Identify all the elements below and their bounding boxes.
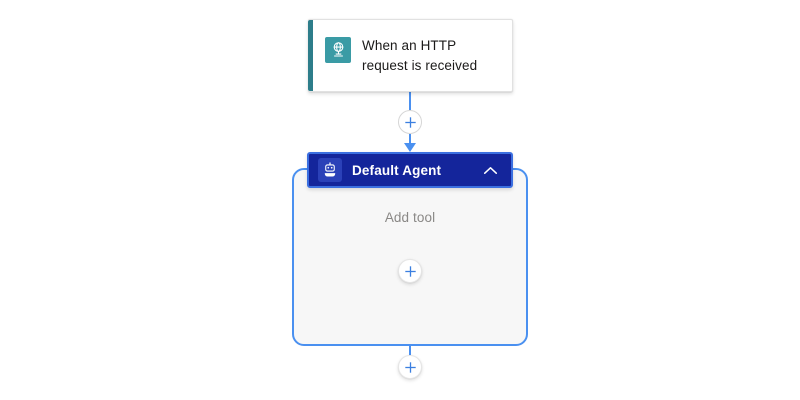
plus-icon	[404, 116, 416, 128]
globe-network-icon	[325, 36, 351, 63]
add-step-button-after-agent[interactable]	[398, 355, 422, 379]
chevron-up-icon[interactable]	[479, 159, 501, 181]
trigger-card-title: When an HTTP request is received	[362, 36, 477, 76]
trigger-accent-bar	[308, 20, 313, 91]
insert-step-button-after-trigger[interactable]	[398, 110, 422, 134]
robot-icon	[318, 158, 342, 182]
agent-node-header-default-agent[interactable]: Default Agent	[307, 152, 513, 188]
plus-icon	[404, 361, 416, 373]
agent-body-container[interactable]	[292, 168, 528, 346]
agent-node-title: Default Agent	[352, 162, 442, 178]
connector-arrowhead-down-icon	[404, 143, 416, 152]
add-tool-button[interactable]	[398, 259, 422, 283]
plus-icon	[404, 265, 416, 277]
trigger-title-line-1: When an HTTP	[362, 37, 457, 53]
trigger-card-http-request[interactable]: When an HTTP request is received	[308, 19, 513, 92]
add-tool-label: Add tool	[384, 210, 436, 225]
trigger-title-line-2: request is received	[362, 57, 478, 73]
